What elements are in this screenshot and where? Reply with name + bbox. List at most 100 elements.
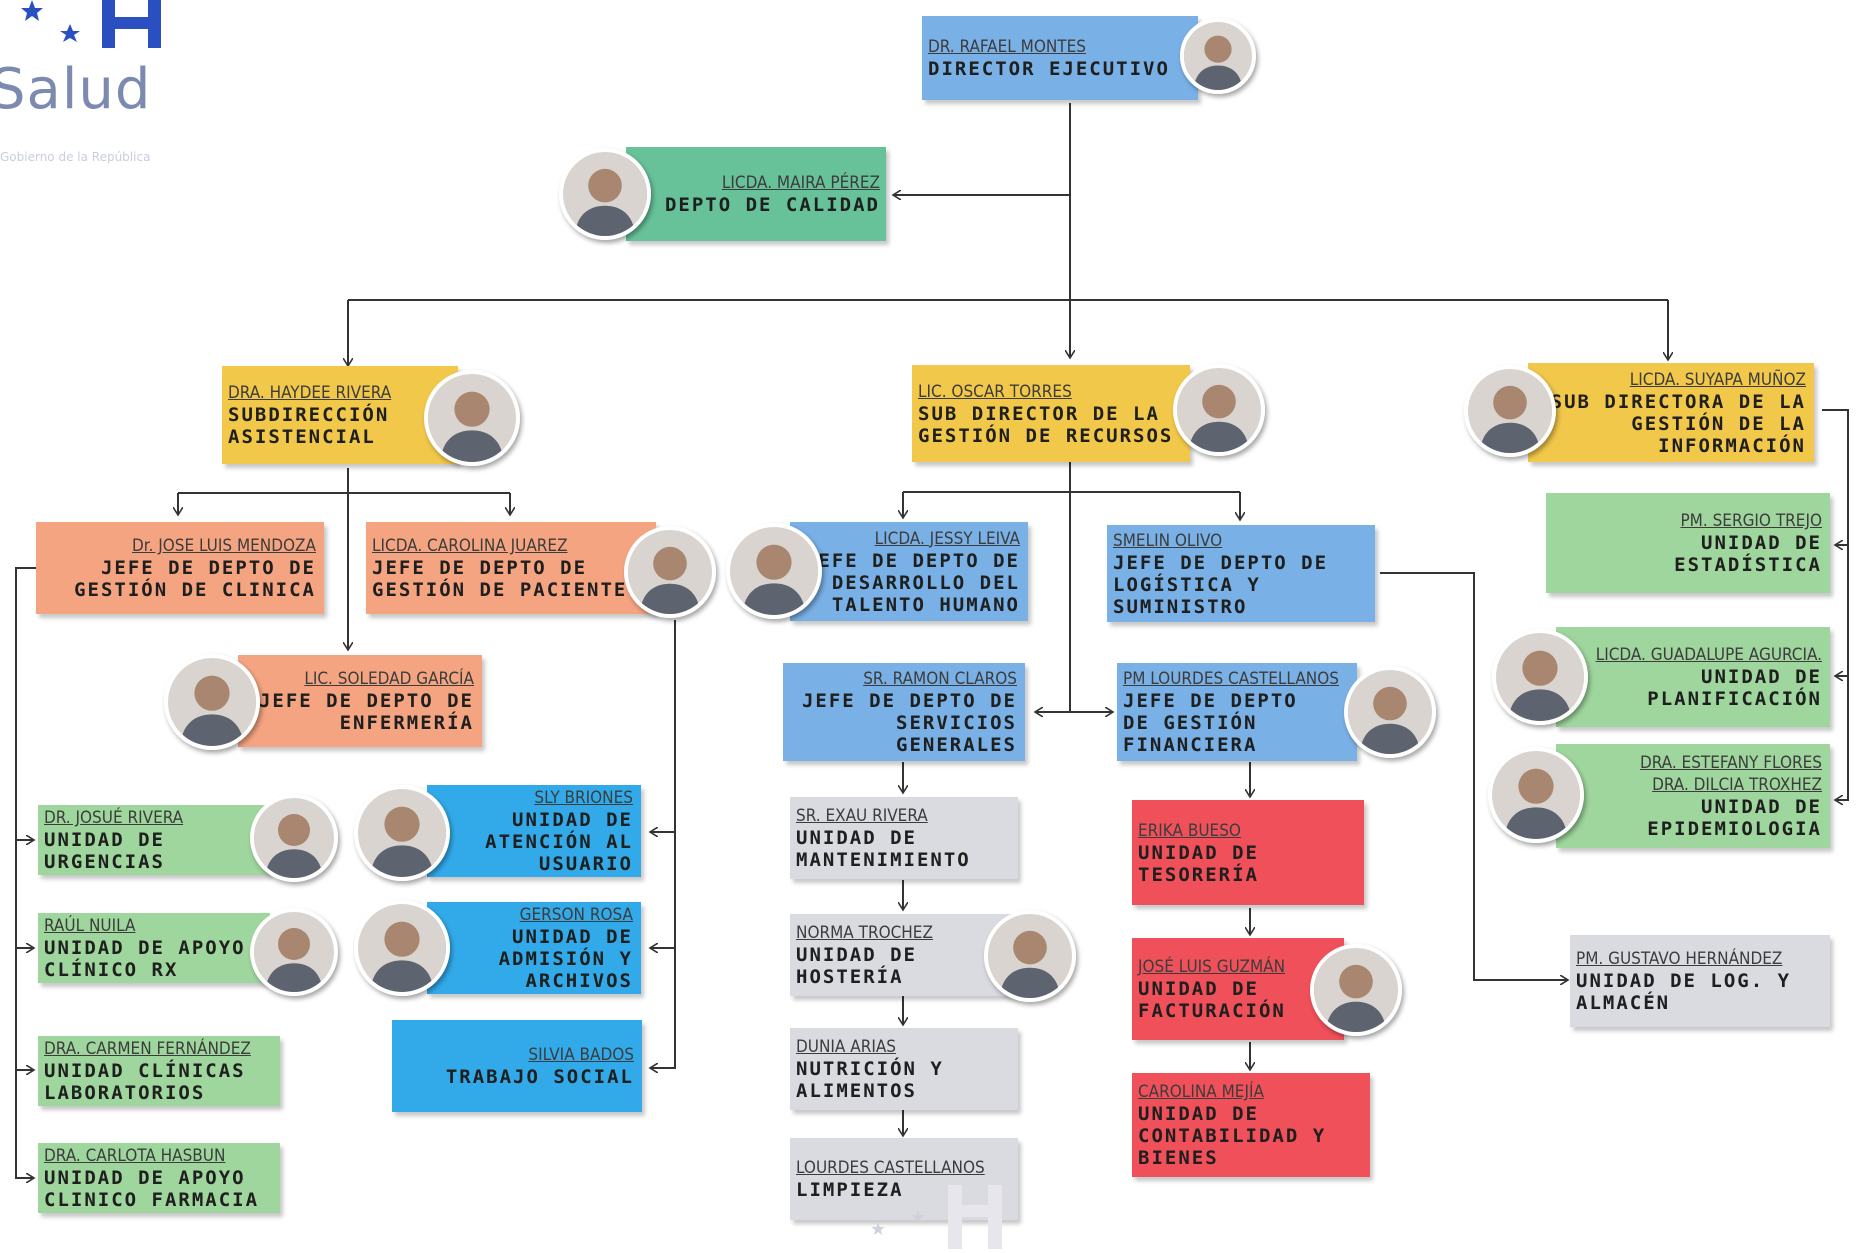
node-role-line: ARCHIVOS — [525, 970, 633, 992]
node-role-line: JEFE DE DEPTO — [1123, 690, 1298, 712]
node-name: LICDA. JESSY LEIVA — [874, 528, 1020, 549]
portrait-photo-director — [1180, 18, 1256, 94]
logo-stars-h-icon — [21, 0, 161, 48]
node-name: SLY BRIONES — [534, 788, 633, 808]
node-role-line: GESTIÓN DE CLINICA — [74, 579, 316, 601]
node-role-line: TESORERÍA — [1138, 863, 1259, 886]
svg-text:★: ★ — [910, 1207, 926, 1228]
node-role-line: USUARIO — [538, 853, 633, 875]
node-role-line: PLANIFICACIÓN — [1647, 688, 1822, 710]
node-role-line: UNIDAD DE — [44, 829, 165, 851]
node-role-line: UNIDAD DE APOYO — [44, 937, 246, 959]
salud-logo: Salud Gobierno de la República — [0, 0, 230, 175]
node-role-line: UNIDAD CLÍNICAS — [44, 1060, 246, 1082]
node-name: LIC. OSCAR TORRES — [918, 381, 1072, 402]
node-name: PM. GUSTAVO HERNÁNDEZ — [1576, 949, 1783, 969]
portrait-photo-atencion — [354, 785, 450, 881]
node-role-line: ATENCIÓN AL — [485, 831, 633, 853]
node-role-line: JEFE DE DEPTO DE — [258, 690, 474, 712]
node-role-line: UNIDAD DE — [1701, 532, 1822, 554]
portrait-photo-hosteria — [984, 910, 1076, 1002]
portrait-photo-informacion — [1464, 365, 1556, 457]
node-role-line: UNIDAD DE — [1701, 666, 1822, 688]
portrait-photo-asistencial — [424, 370, 520, 466]
node-role-line: SUB DIRECTOR DE LA — [918, 402, 1160, 425]
node-role-line: FINANCIERA — [1123, 734, 1258, 756]
node-role-line: UNIDAD DE — [1138, 1103, 1259, 1125]
svg-text:★: ★ — [870, 1219, 886, 1240]
node-name: LICDA. CAROLINA JUAREZ — [372, 536, 568, 556]
portrait-photo-rx — [250, 908, 338, 996]
node-name: DRA. CARMEN FERNÁNDEZ — [44, 1039, 251, 1059]
portrait-photo-financiera — [1344, 666, 1436, 758]
node-role-line: EPIDEMIOLOGIA — [1647, 818, 1822, 840]
node-role-line: TRABAJO SOCIAL — [445, 1066, 634, 1088]
node-name: SR. EXAU RIVERA — [796, 806, 928, 826]
node-name: SILVIA BADOS — [528, 1045, 634, 1065]
node-role-line: CLINICO FARMACIA — [44, 1189, 260, 1211]
node-name: DRA. CARLOTA HASBUN — [44, 1146, 226, 1166]
node-role-line: ADMISIÓN Y — [498, 948, 633, 970]
node-role-line: GENERALES — [896, 734, 1017, 756]
node-role-line: UNIDAD DE — [796, 944, 917, 966]
watermark-h-icon: ★ ★ — [870, 1185, 1002, 1249]
portrait-photo-talento — [726, 523, 822, 619]
node-name: ERIKA BUESO — [1138, 820, 1241, 841]
node-role-line: UNIDAD DE — [1701, 796, 1822, 818]
node-name: LOURDES CASTELLANOS — [796, 1158, 985, 1178]
node-role-line: CLÍNICO RX — [44, 959, 179, 981]
node-role-line: DE GESTIÓN — [1123, 712, 1258, 734]
node-role-line: ALIMENTOS — [796, 1080, 917, 1102]
portrait-photo-recursos — [1173, 364, 1265, 456]
node-name: LICDA. MAIRA PÉREZ — [721, 173, 880, 193]
node-role-line: ASISTENCIAL — [228, 426, 376, 448]
node-name: DRA. HAYDEE RIVERA — [228, 383, 392, 403]
node-role-line: LOGÍSTICA Y — [1113, 573, 1261, 596]
logo-tagline: Gobierno de la República — [0, 150, 151, 164]
node-role-line: UNIDAD DE — [512, 926, 633, 948]
node-role-line: LABORATORIOS — [44, 1082, 206, 1104]
node-role-line: JEFE DE DEPTO DE — [100, 557, 316, 579]
node-name: LIC. SOLEDAD GARCÍA — [304, 669, 474, 689]
node-role-line: URGENCIAS — [44, 851, 165, 873]
node-role-line: GESTIÓN DE PACIENTE — [372, 579, 628, 601]
node-role-line: UNIDAD DE LOG. Y — [1576, 970, 1792, 992]
node-role-line: TALENTO HUMANO — [831, 593, 1020, 616]
portrait-photo-planificacion — [1492, 629, 1588, 725]
node-role-line: JEFE DE DEPTO DE — [372, 557, 588, 579]
node-name: RAÚL NUILA — [44, 916, 136, 936]
node-role-line: SUB DIRECTORA DE LA — [1550, 390, 1806, 413]
portrait-photo-enfermeria — [164, 654, 260, 750]
node-role-line: SUBDIRECCIÓN — [228, 404, 390, 426]
node-name: DR. JOSUÉ RIVERA — [44, 808, 184, 828]
node-role-line: SUMINISTRO — [1113, 595, 1248, 618]
node-name: PM. SERGIO TREJO — [1680, 511, 1822, 531]
node-name: Dr. JOSE LUIS MENDOZA — [132, 536, 316, 556]
node-role-line: JEFE DE DEPTO DE — [804, 549, 1020, 572]
node-role-line: GESTIÓN DE RECURSOS — [918, 424, 1174, 447]
node-role-line: UNIDAD DE — [1138, 841, 1259, 864]
node-role-line: UNIDAD DE — [512, 809, 633, 831]
node-role-line: FACTURACIÓN — [1138, 1000, 1286, 1022]
portrait-photo-facturacion — [1310, 944, 1402, 1036]
node-role-line: NUTRICIÓN Y — [796, 1058, 944, 1080]
